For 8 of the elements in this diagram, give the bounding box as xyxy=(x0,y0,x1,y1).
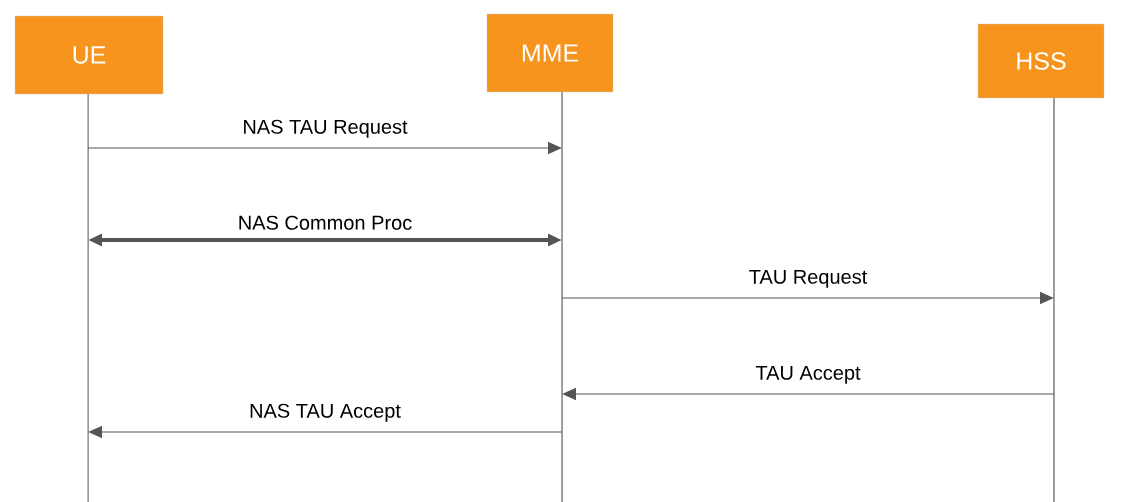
participant-box: HSS xyxy=(977,23,1105,99)
participant-box: MME xyxy=(486,13,614,93)
message-label: TAU Accept xyxy=(755,365,861,384)
message-label: NAS TAU Accept xyxy=(250,403,401,422)
message-label: NAS Common Proc xyxy=(239,215,412,230)
participant-box: UE xyxy=(14,15,164,95)
message-label: TAU Request xyxy=(749,269,868,288)
message-label: NAS TAU Request xyxy=(244,119,408,138)
